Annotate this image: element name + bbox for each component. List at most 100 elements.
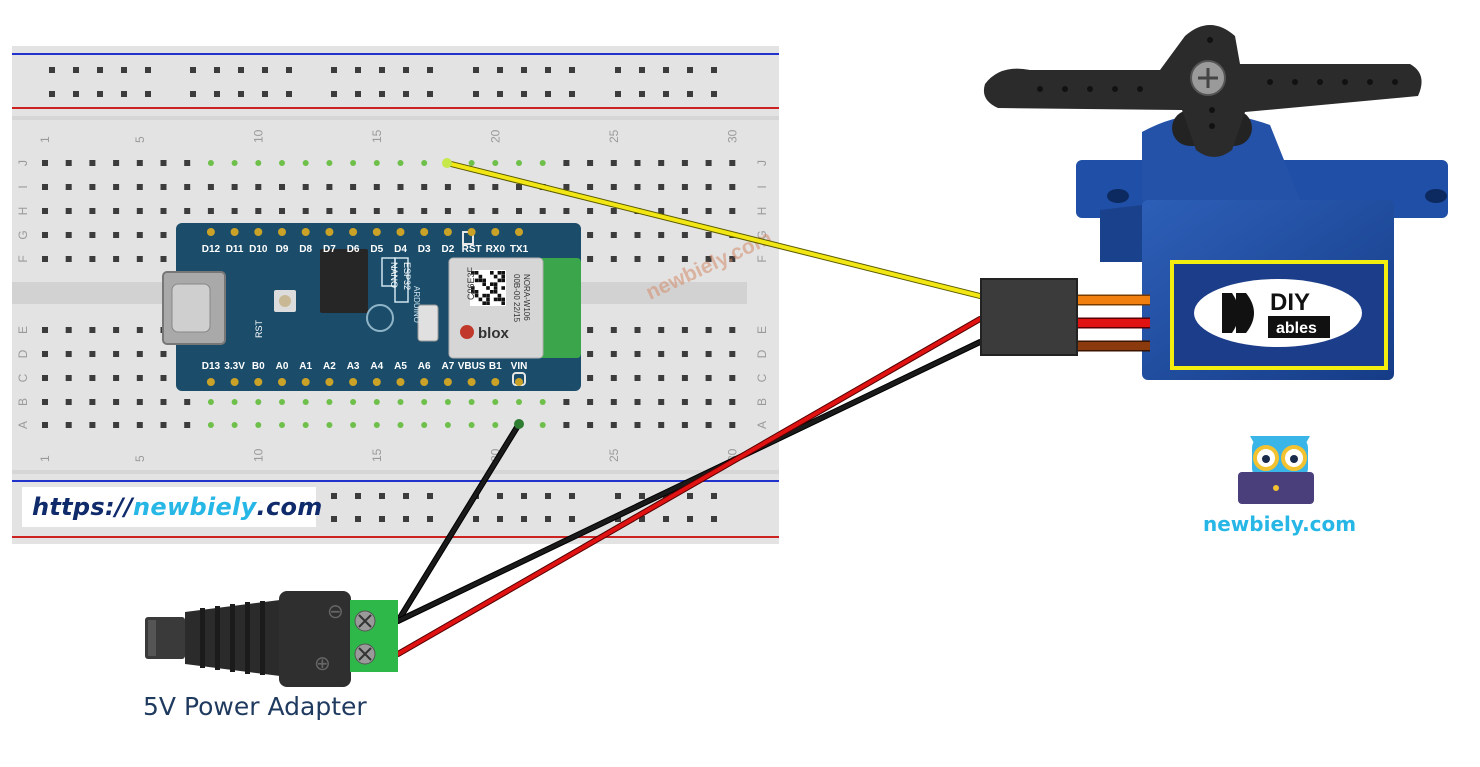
breadboard-hole bbox=[65, 399, 72, 405]
rail-hole bbox=[569, 516, 575, 522]
breadboard-hole bbox=[492, 160, 499, 166]
esp32-label: ESP32 bbox=[402, 262, 412, 290]
breadboard-hole bbox=[113, 375, 120, 381]
breadboard-hole bbox=[563, 208, 570, 214]
breadboard-hole bbox=[705, 208, 712, 214]
arduino-label: ARDUINO bbox=[412, 286, 421, 323]
rail-hole bbox=[615, 91, 621, 97]
breadboard-hole bbox=[65, 208, 72, 214]
pin-pad bbox=[278, 378, 286, 386]
breadboard-hole bbox=[705, 184, 712, 190]
row-letter: E bbox=[16, 326, 30, 334]
breadboard-hole bbox=[610, 208, 617, 214]
module-name: NORA-W106 bbox=[522, 274, 531, 321]
breadboard-hole bbox=[444, 208, 451, 214]
breadboard-hole bbox=[89, 399, 96, 405]
adapter-body bbox=[279, 591, 351, 687]
breadboard-hole bbox=[681, 232, 688, 238]
breadboard-hole bbox=[634, 160, 641, 166]
pin-pad bbox=[206, 228, 215, 236]
rail-hole bbox=[521, 516, 527, 522]
breadboard-hole bbox=[113, 399, 120, 405]
breadboard-hole bbox=[539, 160, 546, 166]
rail-hole bbox=[569, 493, 575, 499]
breadboard-hole bbox=[160, 232, 167, 238]
pin-pad bbox=[230, 228, 239, 236]
row-letter: B bbox=[16, 398, 30, 406]
column-number: 25 bbox=[607, 129, 621, 143]
breadboard-hole bbox=[184, 399, 191, 405]
top-pin-label: D7 bbox=[323, 244, 336, 255]
breadboard-hole bbox=[397, 422, 404, 428]
top-pin-label: D8 bbox=[299, 244, 312, 255]
breadboard-hole bbox=[539, 399, 546, 405]
breadboard-hole bbox=[705, 375, 712, 381]
rail-hole bbox=[521, 91, 527, 97]
breadboard-hole bbox=[729, 184, 736, 190]
rail-hole bbox=[355, 516, 361, 522]
rail-hole bbox=[355, 493, 361, 499]
bottom-pin-label: A7 bbox=[442, 361, 455, 372]
top-pin-label: D4 bbox=[394, 244, 407, 255]
pin-pad bbox=[254, 378, 263, 386]
breadboard-hole bbox=[207, 160, 214, 166]
row-letter: I bbox=[755, 185, 769, 188]
rail-hole bbox=[286, 91, 292, 97]
rail-hole bbox=[615, 67, 621, 73]
breadboard-hole bbox=[397, 184, 404, 190]
column-number: 30 bbox=[725, 129, 739, 143]
breadboard-hole bbox=[658, 232, 665, 238]
rail-hole bbox=[121, 67, 127, 73]
breadboard-hole bbox=[421, 422, 428, 428]
breadboard-hole bbox=[160, 351, 167, 357]
column-number: 20 bbox=[488, 129, 502, 143]
breadboard-hole bbox=[397, 208, 404, 214]
breadboard-hole bbox=[729, 256, 736, 262]
breadboard-hole bbox=[468, 184, 475, 190]
breadboard-hole bbox=[373, 422, 380, 428]
top-pin-label: D3 bbox=[418, 244, 431, 255]
chip bbox=[320, 249, 368, 313]
pin-pad bbox=[230, 378, 239, 386]
minus-symbol: ⊖ bbox=[327, 601, 344, 623]
breadboard-hole bbox=[421, 184, 428, 190]
breadboard-hole bbox=[207, 422, 214, 428]
rail-hole bbox=[331, 67, 337, 73]
bottom-pin-label: A5 bbox=[394, 361, 407, 372]
breadboard-hole bbox=[255, 184, 262, 190]
rail-hole bbox=[403, 91, 409, 97]
pin-pad bbox=[349, 228, 358, 236]
pin-pad bbox=[349, 378, 358, 386]
rail-hole bbox=[379, 91, 385, 97]
module-id: C06E3F bbox=[466, 266, 476, 300]
breadboard-hole bbox=[350, 422, 357, 428]
breadboard-hole bbox=[658, 375, 665, 381]
breadboard-hole bbox=[539, 422, 546, 428]
breadboard-hole bbox=[563, 184, 570, 190]
breadboard-hole bbox=[136, 399, 143, 405]
breadboard-hole bbox=[42, 232, 48, 238]
url-suffix: .com bbox=[256, 493, 323, 521]
breadboard-hole bbox=[302, 399, 309, 405]
breadboard-hole bbox=[113, 232, 120, 238]
breadboard-hole bbox=[634, 184, 641, 190]
breadboard-hole bbox=[658, 208, 665, 214]
pin-pad bbox=[515, 378, 523, 386]
rail-hole bbox=[427, 493, 433, 499]
pin-pad bbox=[420, 228, 429, 236]
rail-hole bbox=[497, 516, 503, 522]
top-pin-label: D12 bbox=[202, 244, 221, 255]
breadboard-hole bbox=[184, 422, 191, 428]
breadboard-hole bbox=[705, 399, 712, 405]
rst-label: RST bbox=[254, 319, 264, 338]
breadboard-hole bbox=[279, 422, 285, 428]
bottom-pin-label: A0 bbox=[276, 361, 289, 372]
rail-hole bbox=[497, 91, 503, 97]
rail-hole bbox=[427, 516, 433, 522]
breadboard-hole bbox=[516, 208, 522, 214]
pin-pad bbox=[206, 378, 215, 386]
breadboard-hole bbox=[729, 375, 736, 381]
breadboard-hole bbox=[113, 351, 120, 357]
breadboard-hole bbox=[516, 160, 522, 166]
